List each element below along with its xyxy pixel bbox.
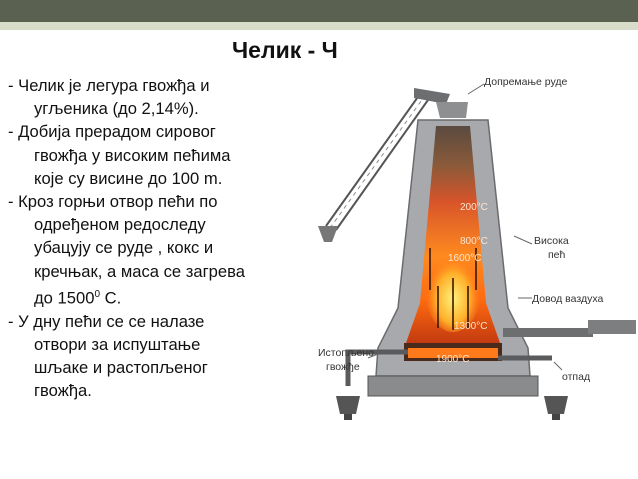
temp-label-2: 800°C (460, 236, 488, 247)
bullet-2-line-3: које су висине до 100 m. (34, 168, 223, 188)
temperature-unit: С. (100, 288, 122, 308)
label-air-supply: Довод ваздуха (532, 293, 603, 305)
bullet-1-line-1: - Челик је легура гвожђа и (8, 76, 210, 95)
body-text: - Челик је легура гвожђа и угљеника (до … (8, 74, 318, 402)
temp-label-4: 1300°C (454, 321, 487, 332)
header-bar (0, 0, 638, 22)
blast-furnace-diagram: 200°C 800°C 1600°C 1300°C 1900°C Допрема… (318, 76, 636, 420)
label-ore-delivery: Допремање руде (484, 76, 568, 88)
label-blast-furnace-2: пећ (548, 249, 566, 261)
temp-label-3: 1600°C (448, 253, 481, 264)
bullet-4-line-3: шљаке и растопљеног (34, 357, 208, 377)
temp-label-5: 1900°C (436, 354, 469, 365)
label-waste: отпад (562, 371, 590, 383)
bullet-4-line-2: отвори за испуштање (34, 334, 201, 354)
callout-lines (367, 83, 563, 371)
bullet-3-line-5: до 15000 С. (8, 283, 318, 310)
slide-title: Челик - Ч (232, 37, 338, 63)
conveyor-belt (318, 93, 429, 242)
temp-label-1: 200°C (460, 202, 488, 213)
bullet-3-line-4: кречњак, а маса се загрева (34, 261, 245, 281)
temperature-value: до 1500 (34, 288, 95, 308)
bullet-2-line-2: гвожђа у високим пећима (34, 145, 231, 165)
bullet-1-line-2: угљеника (до 2,14%). (34, 99, 199, 119)
bullet-2-line-1: - Добија прерадом сировог (8, 122, 216, 142)
bullet-4-line-1: - У дну пећи се се налазе (8, 311, 205, 331)
bullet-3-line-2: одређеном редоследу (34, 215, 206, 235)
label-blast-furnace-1: Висока (534, 235, 569, 247)
label-molten-iron-1: Истопљено (318, 347, 374, 359)
header-stripe (0, 22, 638, 30)
bullet-4-line-4: гвожђа. (34, 381, 92, 401)
bullet-3-line-1: - Кроз горњи отвор пећи по (8, 192, 218, 212)
bullet-3-line-3: убацују се руде , кокс и (34, 238, 214, 258)
molten-iron-outlet (345, 349, 552, 386)
temperature-superscript: 0 (94, 288, 100, 300)
label-molten-iron-2: гвожђе (326, 361, 360, 373)
ore-chute (414, 88, 468, 118)
waste-ladle (544, 396, 568, 420)
air-supply-pipe (503, 320, 636, 337)
molten-iron-ladle (336, 396, 360, 420)
heat-flow-arrows (429, 248, 477, 330)
